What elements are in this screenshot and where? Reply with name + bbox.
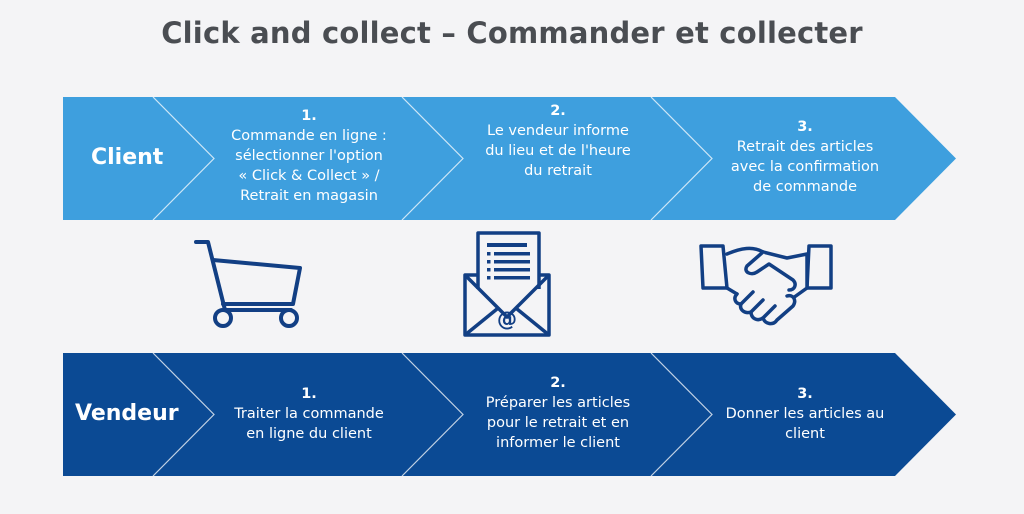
- client-step-3: 3. Retrait des articles avec la confirma…: [710, 117, 900, 197]
- step-number: 1.: [301, 386, 317, 402]
- step-number: 3.: [797, 119, 813, 135]
- handshake-icon: [699, 244, 833, 326]
- client-separator-2: [401, 97, 464, 220]
- step-text-line: en ligne du client: [246, 426, 372, 442]
- step-number: 1.: [301, 108, 317, 124]
- client-separator-1: [152, 97, 215, 220]
- step-text-line: Retrait en magasin: [240, 188, 378, 204]
- step-text-line: pour le retrait et en: [486, 415, 630, 431]
- step-number: 2.: [550, 375, 566, 391]
- step-text-line: avec la confirmation: [730, 159, 880, 175]
- client-step-2: 2. Le vendeur informe du lieu et de l'he…: [463, 101, 653, 181]
- vendeur-separator-3: [650, 353, 713, 476]
- step-text-line: Commande en ligne :: [231, 128, 387, 144]
- shopping-cart-icon: [194, 240, 302, 328]
- svg-text:@: @: [497, 307, 517, 331]
- step-text-line: « Click & Collect » /: [238, 168, 380, 184]
- email-letter-icon: @: [463, 231, 551, 337]
- step-text-line: du retrait: [524, 163, 592, 179]
- vendeur-step-2: 2. Préparer les articles pour le retrait…: [463, 373, 653, 453]
- vendeur-band-shape: [63, 353, 956, 476]
- step-text-line: Le vendeur informe: [487, 123, 629, 139]
- step-text-line: Traiter la commande: [234, 406, 384, 422]
- vendeur-step-3: 3. Donner les articles au client: [710, 384, 900, 444]
- client-band-shape: [63, 97, 956, 220]
- step-text-line: du lieu et de l'heure: [485, 143, 631, 159]
- step-text-line: sélectionner l'option: [235, 148, 383, 164]
- step-text-line: Donner les articles au: [725, 406, 885, 422]
- vendeur-row-label: Vendeur: [75, 401, 179, 426]
- step-text-line: informer le client: [496, 435, 620, 451]
- client-separator-3: [650, 97, 713, 220]
- vendeur-step-1: 1. Traiter la commande en ligne du clien…: [214, 384, 404, 444]
- diagram-title: Click and collect – Commander et collect…: [161, 16, 863, 50]
- client-band: [63, 97, 956, 220]
- step-text-line: Retrait des articles: [736, 139, 874, 155]
- vendeur-separator-1: [152, 353, 215, 476]
- step-text-line: client: [785, 426, 825, 442]
- client-step-1: 1. Commande en ligne : sélectionner l'op…: [214, 106, 404, 206]
- client-row-label: Client: [91, 145, 164, 170]
- vendeur-band: [63, 353, 956, 476]
- step-text-line: Préparer les articles: [485, 395, 631, 411]
- step-number: 3.: [797, 386, 813, 402]
- step-text-line: de commande: [752, 179, 858, 195]
- vendeur-separator-2: [401, 353, 464, 476]
- step-number: 2.: [550, 103, 566, 119]
